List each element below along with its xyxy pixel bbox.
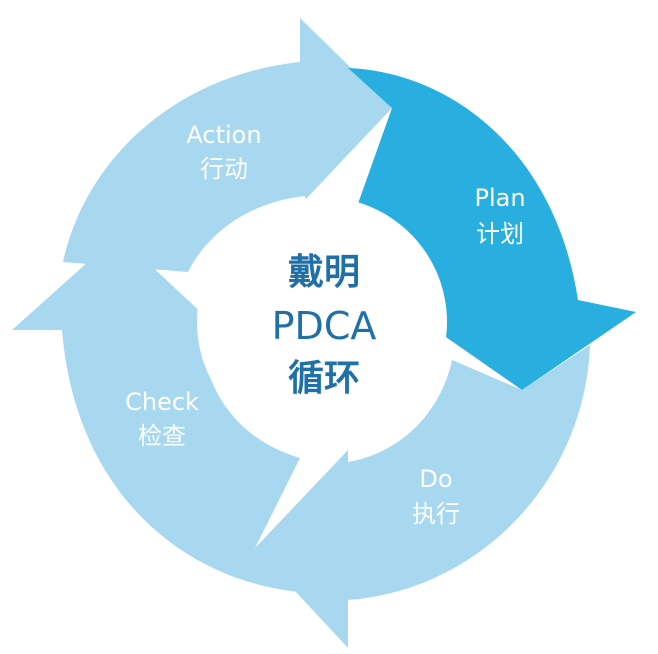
- plan-label-zh: 计划: [476, 220, 524, 248]
- center-disc: [197, 197, 447, 447]
- plan-arrow: [348, 68, 636, 390]
- check-arrow: [12, 235, 300, 592]
- action-label-en: Action: [186, 121, 261, 149]
- do-arrow: [255, 345, 590, 648]
- action-arrow: [63, 18, 392, 272]
- do-label-en: Do: [419, 465, 452, 493]
- check-label-en: Check: [125, 388, 199, 416]
- check-label-zh: 检查: [138, 422, 186, 450]
- center-title-line1: 戴明: [288, 252, 360, 293]
- center-title-line2: PDCA: [272, 304, 377, 348]
- action-label-zh: 行动: [200, 155, 248, 183]
- plan-label-en: Plan: [474, 184, 525, 212]
- center-title-line3: 循环: [288, 358, 360, 399]
- do-label-zh: 执行: [412, 500, 460, 528]
